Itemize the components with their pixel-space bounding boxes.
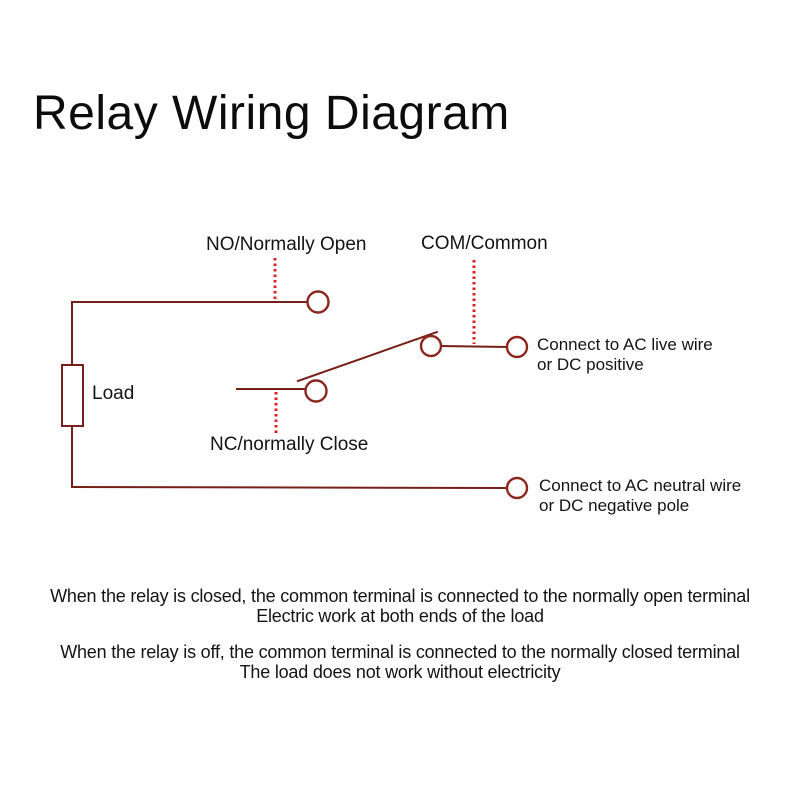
load-box <box>61 364 84 427</box>
com-terminal-label: COM/Common <box>421 233 548 254</box>
live-wire-connection-label: Connect to AC live wire or DC positive <box>537 335 713 374</box>
note-relay-off: When the relay is off, the common termin… <box>60 642 740 682</box>
no-terminal-label: NO/Normally Open <box>206 234 367 255</box>
no-terminal-circle <box>306 290 330 314</box>
page-title: Relay Wiring Diagram <box>33 87 510 140</box>
load-label: Load <box>92 383 135 404</box>
switch-arm <box>296 330 439 383</box>
nc-terminal-circle <box>304 379 328 403</box>
wire-no-terminal-to-load <box>71 301 308 366</box>
com-terminal-circle <box>419 334 443 358</box>
neutral-terminal-circle <box>505 476 529 500</box>
wire-com-to-live-terminal <box>439 344 509 349</box>
nc-terminal-label: NC/normally Close <box>210 434 369 455</box>
wire-bottom-to-neutral-terminal <box>70 485 508 490</box>
neutral-wire-connection-label: Connect to AC neutral wire or DC negativ… <box>539 476 742 515</box>
live-terminal-circle <box>505 335 529 359</box>
note-relay-closed: When the relay is closed, the common ter… <box>50 586 750 626</box>
